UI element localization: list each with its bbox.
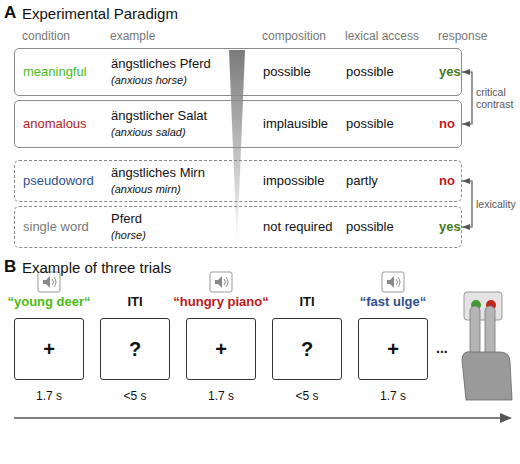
condition-row-box: pseudoword ängstliches Mirn (anxious mirn)…	[14, 160, 462, 202]
stimulus-heading: “fast ulge“	[360, 295, 426, 310]
column-header: response	[438, 30, 487, 44]
duration-label: 1.7 s	[36, 390, 62, 404]
column-header: lexical access	[345, 30, 419, 44]
gradient-wedge	[229, 50, 245, 246]
condition-row-box: meaningful ängstliches Pferd (anxious hors…	[14, 48, 462, 96]
example-translation: (horse)	[111, 229, 146, 242]
screen-symbol: +	[387, 338, 399, 361]
cell-text: partly	[346, 174, 378, 189]
condition-name: anomalous	[23, 117, 87, 132]
condition-name: single word	[23, 220, 89, 235]
screen-box: ITI?	[272, 318, 342, 380]
speaker-icon	[210, 272, 232, 292]
stimulus-heading: “hungry piano“	[173, 295, 268, 310]
stimulus-heading: ITI	[299, 295, 314, 310]
screen-symbol: +	[43, 338, 55, 361]
bracket-connector	[462, 72, 472, 124]
response-value: no	[439, 117, 455, 132]
panel-title: Experimental Paradigm	[22, 5, 178, 22]
duration-label: 1.7 s	[208, 390, 234, 404]
cell-text: possible	[346, 65, 394, 80]
speaker-icon	[382, 272, 404, 292]
screen-symbol: ?	[301, 338, 313, 361]
stimulus-heading: ITI	[127, 295, 142, 310]
example-translation: (anxious salad)	[111, 126, 186, 139]
example-phrase: ängstliches Mirn	[111, 166, 205, 181]
timeline-arrow	[14, 413, 512, 423]
screen-symbol: +	[215, 338, 227, 361]
cell-text: not required	[263, 220, 332, 235]
screen-box: ITI?	[100, 318, 170, 380]
example-phrase: ängstlicher Salat	[111, 109, 207, 124]
duration-label: <5 s	[123, 390, 146, 404]
duration-label: <5 s	[295, 390, 318, 404]
response-value: no	[439, 174, 455, 189]
cell-text: impossible	[263, 174, 324, 189]
example-phrase: ängstliches Pferd	[111, 57, 211, 72]
condition-name: meaningful	[23, 65, 87, 80]
column-header: composition	[262, 30, 326, 44]
example-phrase: Pferd	[111, 212, 142, 227]
screen-box: “hungry piano“+	[186, 318, 256, 380]
cell-text: possible	[346, 220, 394, 235]
response-value: yes	[439, 220, 461, 235]
bracket-connector	[462, 181, 472, 227]
screen-box: “young deer“+	[14, 318, 84, 380]
ellipsis: ...	[436, 340, 448, 356]
screen-symbol: ?	[129, 338, 141, 361]
cell-text: implausible	[263, 117, 328, 132]
bracket-label: critical contrast	[476, 86, 520, 110]
condition-row-box: single word Pferd (horse) not required possi…	[14, 206, 462, 248]
duration-label: 1.7 s	[380, 390, 406, 404]
condition-row-box: anomalous ängstlicher Salat (anxious salad…	[14, 100, 462, 148]
panel-title: Example of three trials	[22, 259, 171, 276]
hand-button-box	[462, 292, 512, 400]
cell-text: possible	[346, 117, 394, 132]
stimulus-heading: “young deer“	[7, 295, 90, 310]
column-header: condition	[22, 30, 70, 44]
panel-letter: A	[4, 3, 16, 23]
condition-name: pseudoword	[23, 174, 94, 189]
example-translation: (anxious horse)	[111, 74, 187, 87]
bracket-label: lexicality	[476, 198, 520, 210]
column-header: example	[110, 30, 155, 44]
example-translation: (anxious mirn)	[111, 183, 181, 196]
cell-text: possible	[263, 65, 311, 80]
screen-box: “fast ulge“+	[358, 318, 428, 380]
response-value: yes	[439, 65, 461, 80]
panel-letter: B	[4, 257, 16, 277]
